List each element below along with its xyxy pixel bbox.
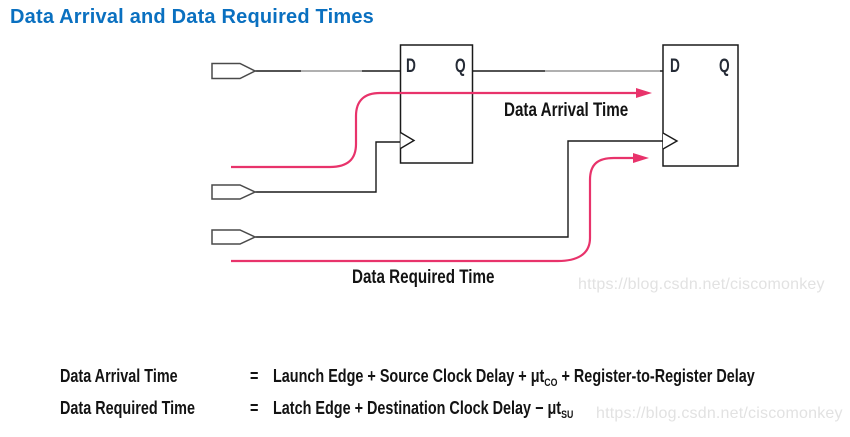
equation-arrival-rhs: Launch Edge + Source Clock Delay + μtCO … [273,366,755,389]
equation-required-label: Data Required Time [60,398,195,418]
data-required-line [231,156,634,263]
data-arrival-path [231,88,652,169]
input-pin-icon [211,62,257,80]
source-ff-d-port: D [406,56,416,77]
arrow-head-icon [636,88,652,98]
equation-arrival-equals: = [250,366,259,386]
equation-required-rhs: Latch Edge + Destination Clock Delay − μ… [273,398,574,421]
data-arrival-time-label: Data Arrival Time [504,100,629,121]
data-required-time-label: Data Required Time [352,267,495,288]
clock-input-icon [662,132,679,150]
wire-input2-to-clk1 [255,141,400,193]
input-pins [211,62,257,245]
dest-ff-q-port: Q [719,56,730,77]
dest-ff-d-port: D [670,56,680,77]
equation-arrival-label: Data Arrival Time [60,366,178,386]
watermark-text: https://blog.csdn.net/ciscomonkey [578,276,825,293]
clock-chevrons [400,131,679,150]
subscript-co: CO [544,377,558,389]
data-required-path [231,153,649,263]
source-ff-q-port: Q [455,56,466,77]
input-pin-icon [211,229,257,245]
wire-group [255,70,663,238]
subscript-su: SU [561,409,574,421]
clock-input-icon [400,131,416,150]
flipflops [399,44,739,167]
page-title: Data Arrival and Data Required Times [10,6,374,28]
source-register-box [399,44,474,164]
destination-register-box [662,44,739,167]
watermark-text: https://blog.csdn.net/ciscomonkey [596,405,843,422]
wire-input3-to-clk2 [255,140,663,238]
equation-required-equals: = [250,398,259,418]
input-pin-icon [211,184,257,200]
arrow-head-icon [633,153,649,163]
data-arrival-line [231,91,637,169]
